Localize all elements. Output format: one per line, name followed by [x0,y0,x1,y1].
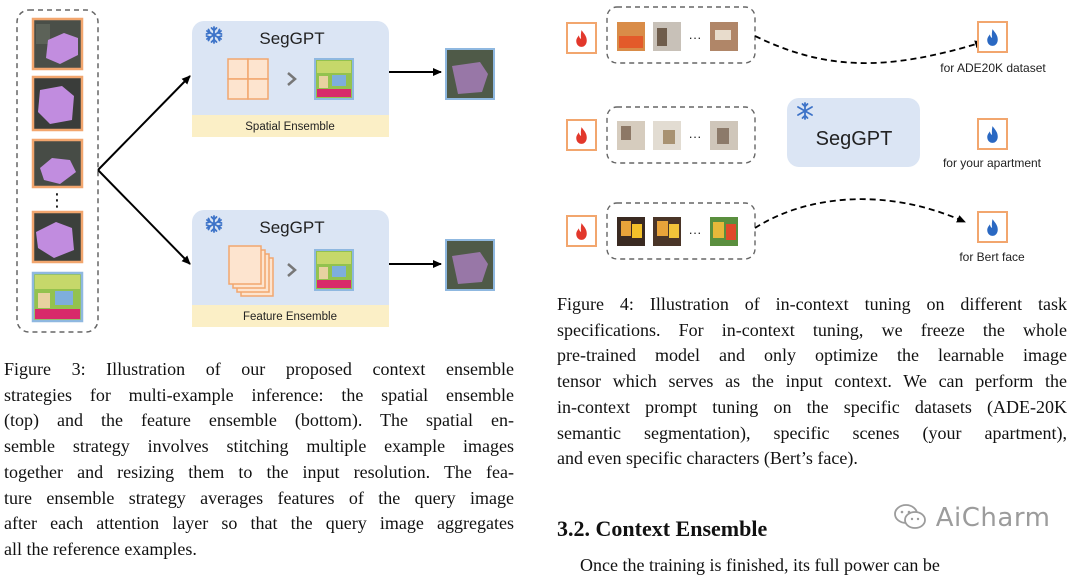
target-label-ade20k: for ADE20K dataset [940,61,1046,75]
wechat-icon [894,504,926,529]
examples-ellipsis: ⋮ [48,190,66,210]
images-ellipsis: ··· [689,30,702,45]
caption-line: semble strategy involves stitching multi… [4,436,514,457]
seggpt-label-top: SegGPT [259,29,324,48]
tuning-row-ade20k: ··· for ADE20K dataset [566,6,1046,75]
query-image-bottom [314,249,354,291]
target-label-apartment: for your apartment [943,156,1042,170]
example-image-3 [31,138,84,189]
images-ellipsis: ··· [689,129,702,144]
figure-4-diagram: ··· for ADE20K dataset ··· SegGPT for yo… [566,6,1046,264]
spatial-ensemble-label: Spatial Ensemble [245,121,335,133]
watermark: AiCharm [893,503,1050,533]
example-image-1 [31,17,84,71]
caption-line: Figure 4: Illustration of in-context tun… [557,294,1067,314]
figure-3-diagram: ⋮ SegGPT Spatial Ensemble SegGP [16,9,495,333]
example-image-4 [31,210,84,264]
caption-line: specifications. For in-context tuning, w… [557,319,1067,340]
tuning-row-bert: ··· for Bert face [566,198,1025,264]
caption-line: semantic segmentation), specific scenes … [557,422,1067,443]
chevron-right-icon [287,263,297,277]
query-image [31,271,84,323]
caption-line: in-context prompt tuning on the specific… [557,396,1067,417]
caption-line: (top) and the feature ensemble (bottom).… [4,410,514,431]
query-image-top [314,58,354,100]
spatial-ensemble-panel [192,21,389,137]
caption-line: pre-trained model and only optimize the … [557,345,1067,366]
figure-3-caption: Figure 3: Illustration of our proposed c… [4,357,514,563]
caption-line: tensor which serves as the input context… [557,371,1067,392]
caption-line: strategies for multi-example inference: … [4,384,514,405]
output-image-bottom [445,239,495,291]
feature-ensemble-panel [192,210,389,327]
caption-line: together and resizing them to the input … [4,461,514,482]
images-ellipsis: ··· [689,225,702,240]
target-label-bert: for Bert face [959,250,1025,264]
caption-line: after each attention layer so that the q… [4,513,514,534]
examples-container [16,9,99,333]
figure-4-caption: Figure 4: Illustration of in-context tun… [557,292,1067,472]
seggpt-model-box [787,98,920,167]
watermark-text: AiCharm [935,503,1051,533]
caption-line: Figure 3: Illustration of our proposed c… [4,359,514,379]
caption-line: and even specific characters (Bert’s fac… [557,448,858,469]
seggpt-label-bottom: SegGPT [259,218,324,237]
feature-stack-icon [228,245,274,297]
body-text-cutoff: Once the training is finished, its full … [580,555,940,575]
spatial-grid-icon [227,58,269,100]
tuning-row-apartment: ··· SegGPT for your apartment [566,98,1042,170]
example-image-2 [31,75,84,132]
caption-line: all the reference examples. [4,538,197,559]
seggpt-label: SegGPT [816,128,893,150]
output-image-top [445,48,495,100]
feature-ensemble-label: Feature Ensemble [243,311,337,323]
section-heading: 3.2. Context Ensemble [557,516,768,541]
caption-line: ture ensemble strategy averages features… [4,487,514,508]
chevron-right-icon [287,72,297,86]
